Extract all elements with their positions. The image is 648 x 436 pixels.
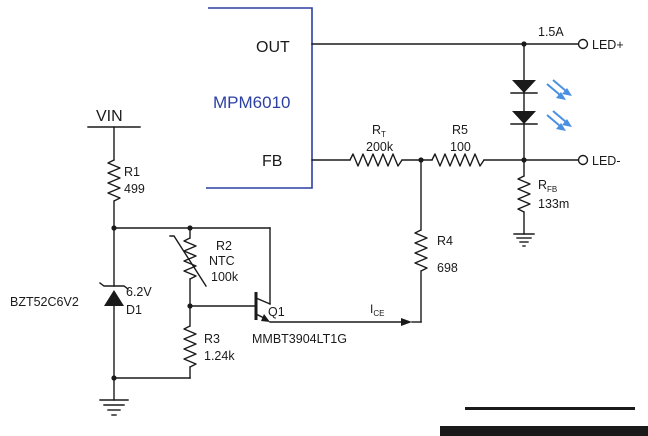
terminal-led-minus [577, 154, 589, 166]
zener-d1 [104, 290, 124, 306]
r2-value: 100k [211, 270, 239, 284]
led-plus-label: LED+ [592, 38, 624, 52]
led-1 [512, 80, 536, 93]
rfb-value: 133m [538, 197, 569, 211]
resistor-r4 [414, 229, 428, 272]
r1-name: R1 [124, 165, 140, 179]
q1-part: MMBT3904LT1G [252, 332, 347, 346]
r4-value: 698 [437, 261, 458, 275]
r5-name: R5 [452, 123, 468, 137]
resistor-r1 [107, 159, 121, 202]
d1-part: BZT52C6V2 [10, 295, 79, 309]
led-light-arrows [546, 79, 572, 131]
vin-label: VIN [96, 108, 123, 125]
ic-name-label: MPM6010 [213, 93, 290, 112]
r2-type: NTC [209, 254, 235, 268]
q1-name: Q1 [268, 305, 285, 319]
d1-voltage: 6.2V [126, 285, 152, 299]
r2-name: R2 [216, 239, 232, 253]
resistor-rt [349, 153, 403, 167]
ground-main [99, 399, 129, 416]
r4-name: R4 [437, 234, 453, 248]
rt-name: RT [372, 123, 386, 139]
r5-value: 100 [450, 140, 471, 154]
r3-name: R3 [204, 332, 220, 346]
cropped-bar-bottom [440, 426, 648, 436]
transistor-q1 [254, 292, 271, 322]
resistor-r5 [431, 153, 485, 167]
thermistor-r2 [183, 237, 197, 280]
r1-value: 499 [124, 182, 145, 196]
led-2 [512, 111, 536, 124]
pin-fb-label: FB [262, 153, 282, 170]
terminal-led-plus [577, 38, 589, 50]
ice-label: ICE [370, 302, 384, 318]
led-minus-label: LED- [592, 154, 620, 168]
resistor-r3 [183, 325, 197, 368]
cropped-bar-top [465, 407, 635, 410]
pin-out-label: OUT [256, 39, 290, 56]
d1-name: D1 [126, 303, 142, 317]
ic-mpm6010: OUT FB MPM6010 [206, 7, 313, 189]
rfb-name: RFB [538, 178, 557, 194]
rt-value: 200k [366, 140, 394, 154]
ground-rfb [513, 233, 535, 247]
led-string [510, 43, 572, 161]
current-label: 1.5A [538, 25, 564, 39]
ntc-slash [169, 235, 207, 287]
resistor-rfb [517, 175, 531, 213]
ice-arrow [401, 318, 412, 326]
junction-bottom [111, 375, 117, 381]
r3-value: 1.24k [204, 349, 235, 363]
